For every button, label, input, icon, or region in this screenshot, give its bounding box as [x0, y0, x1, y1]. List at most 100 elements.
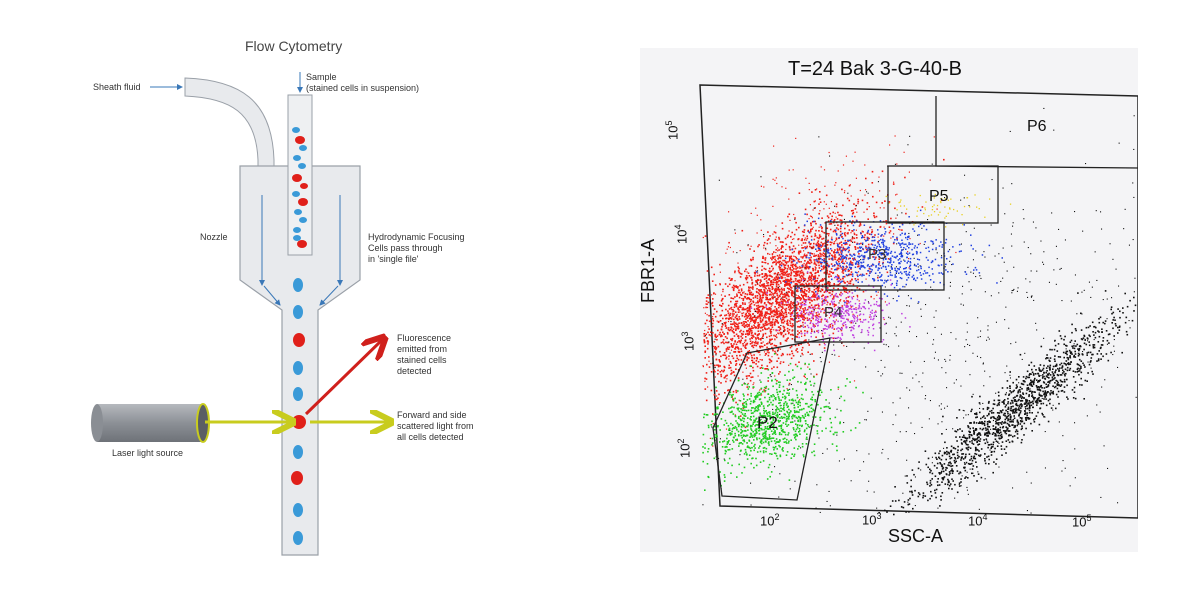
event-dot — [761, 309, 763, 311]
event-dot — [774, 466, 776, 468]
event-dot — [716, 335, 719, 337]
event-dot — [1000, 448, 1003, 450]
event-dot — [1014, 430, 1017, 433]
event-dot — [1064, 352, 1067, 354]
event-dot — [784, 433, 787, 436]
event-dot — [853, 295, 855, 298]
nozzle-body — [239, 165, 361, 556]
event-dot — [778, 329, 781, 332]
event-dot — [981, 428, 984, 431]
event-dot — [760, 301, 762, 304]
event-dot — [831, 293, 833, 296]
event-dot — [720, 375, 723, 378]
event-dot — [749, 338, 751, 340]
event-dot — [1015, 407, 1017, 410]
event-dot — [846, 280, 849, 283]
event-dot — [1055, 245, 1057, 247]
event-dot — [1076, 368, 1079, 370]
event-dot — [907, 499, 910, 501]
event-dot — [829, 430, 832, 433]
event-dot — [972, 437, 974, 440]
event-dot — [1111, 297, 1113, 299]
event-dot — [876, 294, 878, 296]
event-dot — [734, 229, 736, 231]
event-dot — [751, 281, 754, 284]
event-dot — [930, 495, 933, 497]
event-dot — [786, 273, 788, 275]
event-dot — [844, 190, 846, 192]
event-dot — [801, 443, 804, 445]
event-dot — [774, 296, 776, 298]
event-dot — [1004, 319, 1006, 321]
event-dot — [845, 248, 848, 251]
event-dot — [1042, 390, 1044, 393]
event-dot — [747, 333, 749, 336]
event-dot — [1009, 413, 1011, 416]
event-dot — [801, 314, 804, 317]
event-dot — [1099, 411, 1101, 413]
event-dot — [840, 266, 842, 269]
event-dot — [768, 327, 770, 329]
event-dot — [826, 290, 829, 293]
event-dot — [848, 184, 851, 187]
event-dot — [812, 269, 814, 272]
event-dot — [965, 360, 967, 362]
event-dot — [710, 334, 712, 337]
event-dot — [901, 223, 904, 225]
event-dot — [763, 186, 765, 188]
event-dot — [1033, 421, 1036, 423]
event-dot — [764, 291, 766, 294]
event-dot — [830, 389, 832, 391]
event-dot — [804, 308, 806, 310]
event-dot — [1031, 412, 1033, 414]
event-dot — [930, 490, 932, 493]
event-dot — [966, 331, 968, 333]
event-dot — [842, 164, 845, 166]
event-dot — [1003, 412, 1006, 415]
event-dot — [762, 285, 765, 288]
event-dot — [952, 428, 954, 430]
event-dot — [777, 272, 780, 274]
event-dot — [758, 333, 760, 335]
event-dot — [906, 482, 909, 484]
event-dot — [935, 496, 937, 499]
event-dot — [799, 265, 801, 268]
event-dot — [738, 289, 740, 291]
event-dot — [1060, 380, 1063, 383]
event-dot — [762, 334, 764, 336]
event-dot — [794, 277, 797, 280]
event-dot — [828, 490, 830, 492]
event-dot — [724, 322, 726, 324]
event-dot — [1100, 353, 1102, 355]
event-dot — [1027, 418, 1029, 420]
event-dot — [920, 469, 922, 471]
event-dot — [802, 295, 804, 297]
event-dot — [1006, 411, 1009, 413]
event-dot — [856, 286, 859, 289]
event-dot — [871, 182, 874, 184]
event-dot — [791, 260, 793, 263]
event-dot — [761, 284, 764, 287]
event-dot — [774, 231, 777, 234]
event-dot — [720, 355, 722, 358]
event-dot — [814, 280, 817, 282]
event-dot — [725, 317, 728, 320]
event-dot — [717, 329, 719, 332]
event-dot — [750, 334, 752, 336]
event-dot — [851, 278, 853, 281]
event-dot — [790, 306, 792, 308]
event-dot — [716, 338, 718, 341]
event-dot — [1043, 251, 1045, 253]
event-dot — [703, 335, 706, 337]
event-dot — [774, 282, 776, 284]
event-dot — [766, 365, 769, 367]
event-dot — [783, 296, 786, 298]
event-dot — [823, 272, 826, 274]
event-dot — [800, 355, 802, 357]
event-dot — [785, 279, 787, 282]
event-dot — [1064, 368, 1067, 371]
event-dot — [857, 278, 859, 281]
event-dot — [750, 320, 752, 322]
event-dot — [854, 259, 856, 261]
event-dot — [967, 426, 970, 428]
